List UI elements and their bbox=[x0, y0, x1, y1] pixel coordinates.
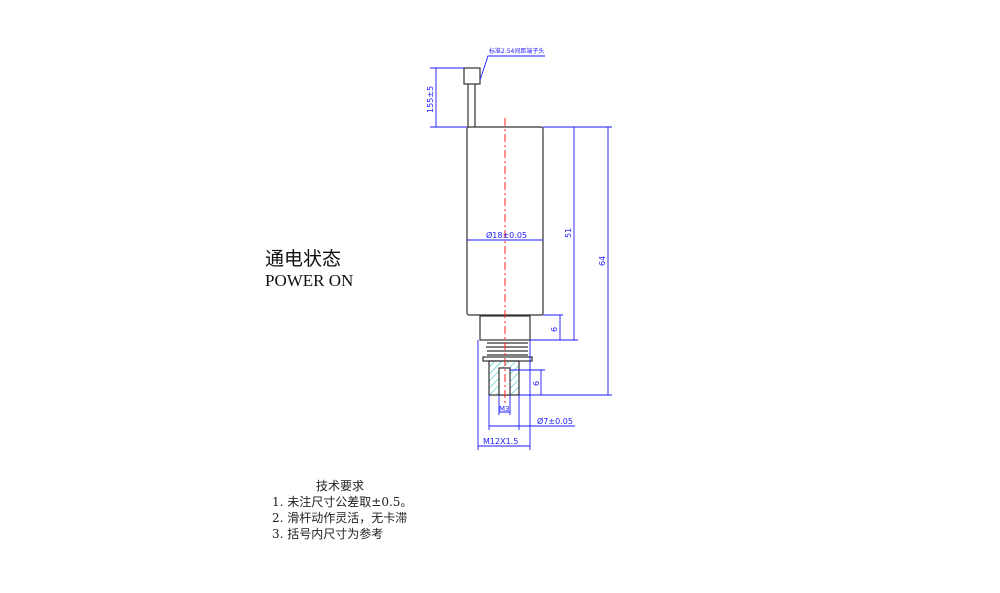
m3-dimension-line bbox=[498, 395, 511, 415]
dim-6-rod: 6 bbox=[532, 381, 541, 386]
requirement-item: 3. 括号内尺寸为参考 bbox=[272, 527, 384, 541]
wire-length-dimension-line bbox=[430, 67, 467, 128]
dim-wire-length: 155±5 bbox=[426, 86, 435, 113]
thread-dimension-line bbox=[477, 340, 531, 450]
dimensions bbox=[430, 55, 612, 450]
neck-dimension-line bbox=[543, 314, 563, 340]
dim-body-diameter: Ø18±0.05 bbox=[486, 230, 527, 240]
state-title-en: POWER ON bbox=[265, 271, 354, 290]
requirement-item: 2. 滑杆动作灵活，无卡滞 bbox=[272, 511, 408, 525]
spring bbox=[486, 342, 528, 356]
state-title-cn: 通电状态 bbox=[265, 249, 342, 270]
technical-requirements: 技术要求 1. 未注尺寸公差取±0.5。 2. 滑杆动作灵活，无卡滞 3. 括号… bbox=[272, 478, 412, 542]
dim-51: 51 bbox=[564, 228, 573, 238]
length-dimension-lines bbox=[519, 126, 612, 396]
dim-m3: M3 bbox=[499, 405, 510, 413]
connector bbox=[463, 67, 481, 85]
flange bbox=[482, 356, 533, 362]
dim-rod-diameter: Ø7±0.05 bbox=[537, 416, 573, 426]
rod-diameter-dimension-line bbox=[488, 395, 575, 430]
connector-note: 标准2.54间距端子头 bbox=[489, 47, 544, 55]
connector-leader-line bbox=[479, 55, 545, 81]
dim-thread: M12X1.5 bbox=[483, 437, 518, 446]
dim-64: 64 bbox=[598, 256, 607, 266]
rod-depth-dimension-line bbox=[510, 369, 545, 395]
dim-6-neck: 6 bbox=[550, 327, 559, 332]
requirements-title: 技术要求 bbox=[316, 479, 365, 493]
requirement-item: 1. 未注尺寸公差取±0.5。 bbox=[272, 495, 413, 509]
